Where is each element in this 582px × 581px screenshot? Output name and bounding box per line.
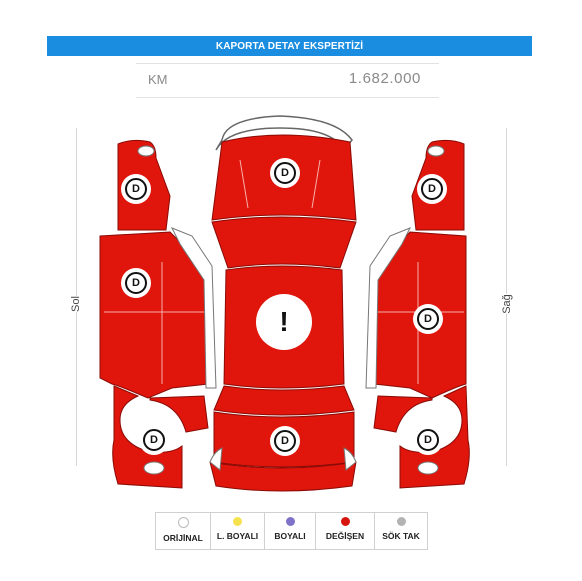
right-taillight <box>417 461 439 475</box>
original-dot-icon <box>177 517 189 528</box>
left-rear-fender-badge[interactable]: D <box>139 425 169 455</box>
windshield-area <box>211 216 357 269</box>
rear-window-area <box>213 385 355 416</box>
painted-dot-icon <box>285 517 295 526</box>
mileage-label: KM <box>148 72 168 87</box>
legend-changed: DEĞİŞEN <box>316 513 375 549</box>
report-title: KAPORTA DETAY EKSPERTİZİ <box>215 40 364 52</box>
trunk-status-badge[interactable]: D <box>270 426 300 456</box>
mileage-row: KM 1.682.000 <box>136 63 439 98</box>
legend-removed-refitted: SÖK TAK <box>375 513 427 549</box>
right-headlight <box>427 145 445 157</box>
legend-original: ORİJİNAL <box>156 513 211 549</box>
changed-dot-icon <box>340 517 350 526</box>
right-doors-badge[interactable]: D <box>413 304 443 334</box>
left-window-trim <box>170 227 217 389</box>
left-taillight <box>143 461 165 475</box>
right-window-trim <box>365 227 412 389</box>
legend-painted: BOYALI <box>265 513 316 549</box>
left-headlight <box>137 145 155 157</box>
rear-bumper[interactable] <box>209 461 357 492</box>
report-title-bar: KAPORTA DETAY EKSPERTİZİ <box>47 36 532 56</box>
hood-status-badge[interactable]: D <box>270 158 300 188</box>
right-rear-fender-badge[interactable]: D <box>413 425 443 455</box>
right-front-fender-badge[interactable]: D <box>417 174 447 204</box>
legend-locally-painted: L. BOYALI <box>211 513 265 549</box>
mileage-value: 1.682.000 <box>348 70 421 87</box>
left-doors-badge[interactable]: D <box>121 268 151 298</box>
left-front-fender-badge[interactable]: D <box>121 174 151 204</box>
status-legend: ORİJİNAL L. BOYALI BOYALI DEĞİŞEN SÖK TA… <box>155 512 428 550</box>
removed-refitted-dot-icon <box>396 517 406 526</box>
roof-status-badge[interactable]: ! <box>256 294 312 350</box>
locally-painted-dot-icon <box>233 517 242 526</box>
